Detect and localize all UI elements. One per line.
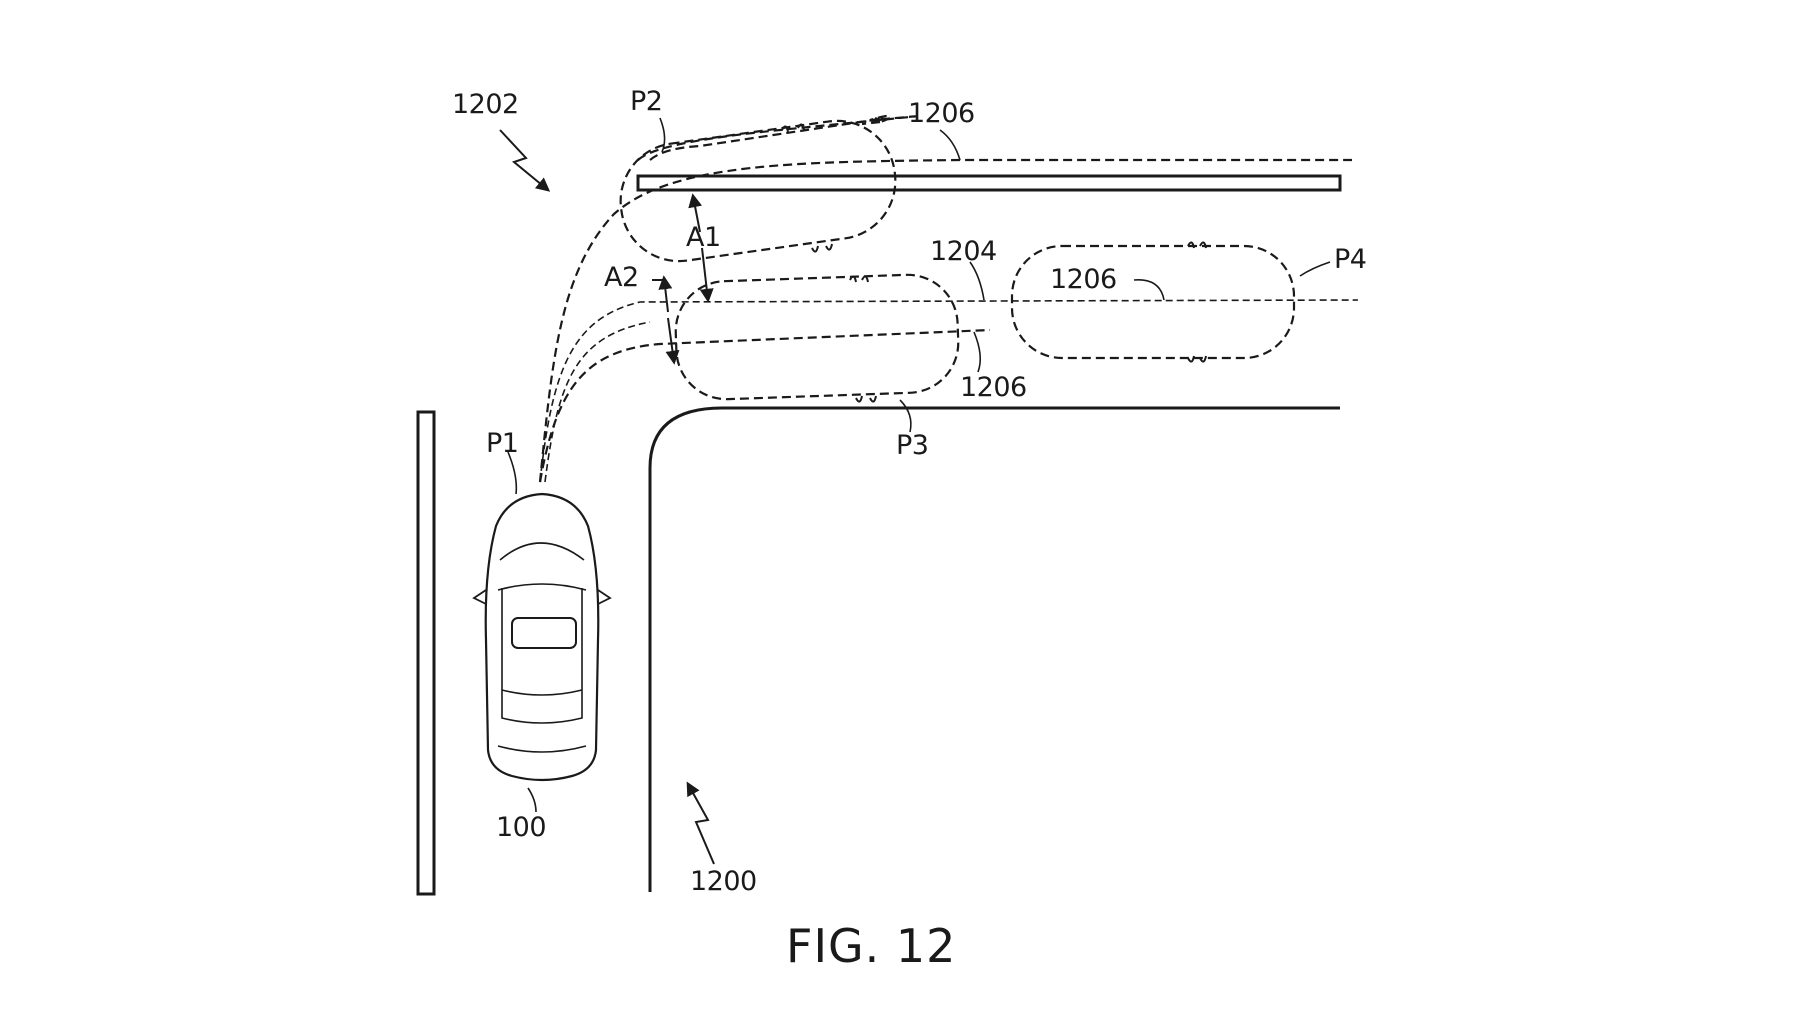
leader-1206-mid — [1134, 280, 1164, 300]
angle-markers — [652, 196, 708, 362]
trajectory-1204-center — [540, 300, 1358, 482]
a1-arrow-down — [702, 248, 708, 300]
label-1202: 1202 — [452, 89, 519, 120]
label-1206-mid: 1206 — [1050, 264, 1117, 295]
label-1206-top: 1206 — [908, 98, 975, 129]
label-p4: P4 — [1334, 244, 1366, 275]
leader-p4 — [1300, 262, 1330, 276]
label-1206-lower: 1206 — [960, 372, 1027, 403]
label-100: 100 — [496, 812, 546, 843]
outline-p4-shape — [1012, 246, 1294, 358]
arrow-1202 — [500, 130, 548, 190]
label-p1: P1 — [486, 428, 518, 459]
leader-p3 — [900, 400, 911, 432]
figure-caption: FIG. 12 — [786, 919, 956, 973]
outline-p2-body — [650, 119, 887, 160]
a2-arrow-down — [668, 318, 674, 362]
outline-p3-shape — [674, 273, 960, 401]
leader-1206-top — [940, 130, 960, 160]
direction-arrows — [500, 130, 714, 864]
label-a1: A1 — [686, 222, 721, 253]
arrow-1200 — [688, 784, 714, 864]
leader-1204 — [970, 262, 984, 300]
road-geometry — [418, 176, 1340, 894]
trajectory-1206-upper — [540, 160, 1352, 482]
lower-road-edge — [650, 408, 1340, 892]
vehicle-100 — [474, 494, 610, 780]
label-a2: A2 — [604, 262, 639, 293]
reference-labels: 1202 P2 1206 A1 A2 1204 1206 P4 1206 P3 … — [452, 86, 1366, 897]
label-p2: P2 — [630, 86, 662, 117]
car-cabin — [502, 588, 582, 723]
a2-arrow-up — [664, 278, 668, 312]
leader-1206-lower — [974, 332, 980, 372]
left-wall — [418, 412, 434, 894]
leader-100 — [528, 788, 536, 812]
car-hood-lines — [498, 543, 586, 590]
sunroof — [512, 618, 576, 648]
leader-lines — [508, 118, 1330, 812]
upper-barrier — [638, 176, 1340, 190]
trajectories — [540, 160, 1358, 482]
side-mirrors — [474, 590, 610, 604]
label-1200: 1200 — [690, 866, 757, 897]
trajectory-mid-connector — [545, 322, 650, 482]
label-1204: 1204 — [930, 236, 997, 267]
label-p3: P3 — [896, 430, 928, 461]
car-rear-lines — [498, 690, 586, 752]
